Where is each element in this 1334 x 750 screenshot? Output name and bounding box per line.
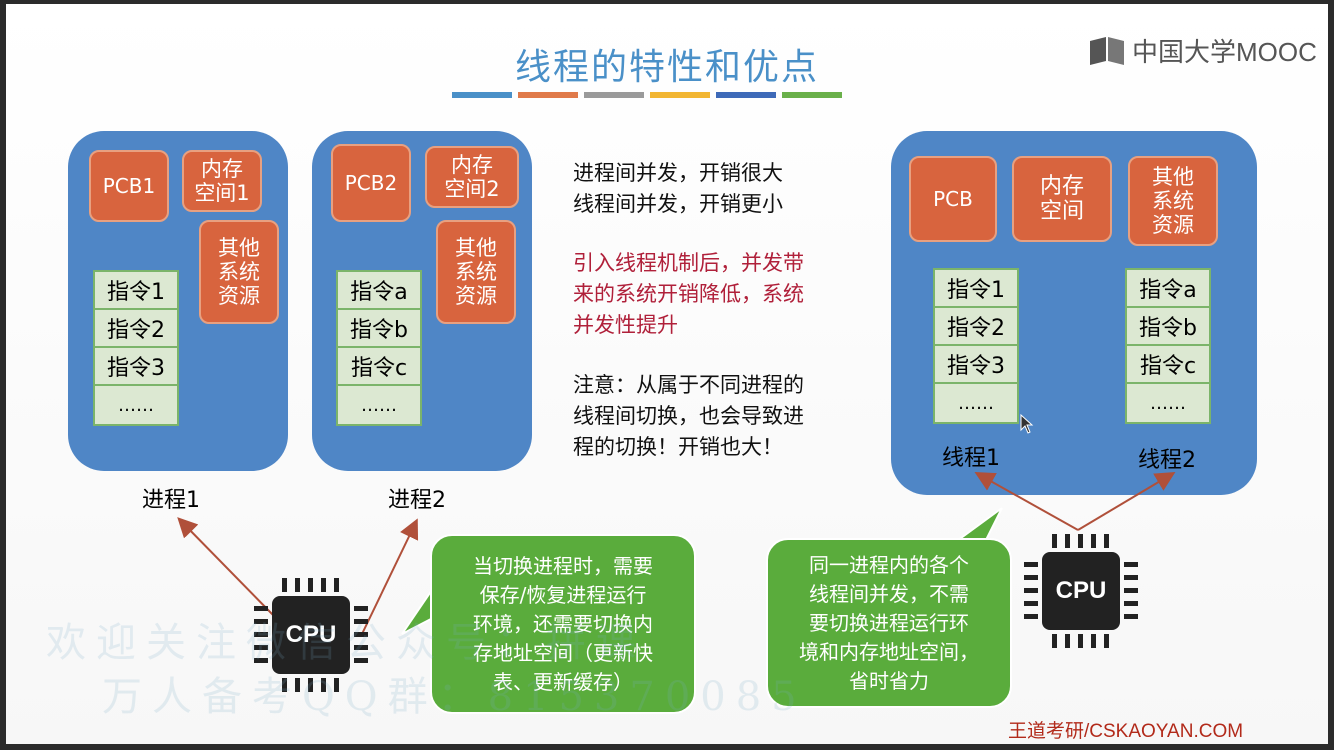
- cpu-pins-icon: [1024, 534, 1138, 648]
- watermark-line2: 万人备考QQ群：815370085: [102, 674, 807, 720]
- cpu-left-chip: CPU: [272, 596, 350, 674]
- process3-pcb: PCB: [909, 156, 997, 242]
- instruction: 指令3: [933, 344, 1019, 384]
- slide-title: 线程的特性和优点: [514, 47, 819, 88]
- cpu-right-chip: CPU: [1042, 552, 1120, 630]
- process2-instructions: 指令a 指令b 指令c ……: [336, 270, 422, 426]
- title-bar-segment: [584, 92, 644, 98]
- thread2-label: 线程2: [1138, 448, 1196, 473]
- arrow-cpu-to-process2: [361, 518, 419, 635]
- process2-pcb: PCB2: [331, 144, 411, 222]
- bubble-thread-switch: 同一进程内的各个 线程间并发，不需 要切换进程运行环 境和内存地址空间， 省时省…: [766, 538, 1012, 708]
- title-bar-segment: [716, 92, 776, 98]
- thread1-label: 线程1: [942, 446, 1000, 471]
- process1-memory: 内存 空间1: [182, 150, 262, 212]
- title-bar-segment: [518, 92, 578, 98]
- process1-label: 进程1: [142, 488, 200, 513]
- instruction: ……: [1125, 382, 1211, 424]
- instruction: ……: [93, 384, 179, 426]
- arrow-cpu-to-process1: [177, 517, 275, 617]
- instruction: 指令b: [336, 308, 422, 348]
- cpu-pins-icon: [254, 578, 368, 692]
- title-bar-segment: [650, 92, 710, 98]
- text-process-concurrency: 进程间并发，开销很大: [573, 161, 783, 185]
- instruction: 指令3: [93, 346, 179, 386]
- process3-memory: 内存 空间: [1012, 156, 1112, 242]
- mooc-book-icon: [1090, 37, 1124, 65]
- cpu-right: CPU: [1024, 534, 1138, 648]
- text-thread-benefit: 引入线程机制后，并发带 来的系统开销降低，系统 并发性提升: [573, 251, 804, 337]
- mouse-cursor-icon: [1020, 414, 1034, 434]
- title-bar-segment: [782, 92, 842, 98]
- arrow-cpu-to-thread2: [1077, 471, 1176, 531]
- process2-label: 进程2: [388, 488, 446, 513]
- instruction: 指令1: [933, 268, 1019, 308]
- bubble-process-switch: 当切换进程时，需要 保存/恢复进程运行 环境，还需要切换内 存地址空间（更新快 …: [430, 534, 696, 714]
- thread2-instructions: 指令a 指令b 指令c ……: [1125, 268, 1211, 424]
- process2-resources: 其他 系统 资源: [436, 220, 516, 324]
- process2-memory: 内存 空间2: [425, 146, 519, 208]
- instruction: ……: [336, 384, 422, 426]
- instruction: 指令2: [93, 308, 179, 348]
- instruction: 指令a: [336, 270, 422, 310]
- title-bar-segment: [452, 92, 512, 98]
- instruction: 指令1: [93, 270, 179, 310]
- text-note: 注意：从属于不同进程的 线程间切换，也会导致进 程的切换！开销也大！: [573, 373, 804, 459]
- watermark-line1: 欢迎关注微信公众号：拼课: [46, 620, 646, 666]
- process1-pcb: PCB1: [89, 150, 169, 222]
- instruction: 指令c: [336, 346, 422, 386]
- process1-instructions: 指令1 指令2 指令3 ……: [93, 270, 179, 426]
- mooc-logo: 中国大学MOOC: [1088, 30, 1317, 70]
- slide: 线程的特性和优点 中国大学MOOC PCB1 内存 空间1 其他 系统 资源 指…: [6, 4, 1328, 744]
- process1-resources: 其他 系统 资源: [199, 220, 279, 324]
- arrow-cpu-to-thread1: [974, 472, 1079, 531]
- process3-resources: 其他 系统 资源: [1128, 156, 1218, 246]
- logo-text: 中国大学MOOC: [1132, 36, 1317, 67]
- cpu-left: CPU: [254, 578, 368, 692]
- footer-brand: 王道考研/CSKAOYAN.COM: [1008, 721, 1244, 742]
- thread1-instructions: 指令1 指令2 指令3 ……: [933, 268, 1019, 424]
- instruction: ……: [933, 382, 1019, 424]
- text-thread-concurrency: 线程间并发，开销更小: [573, 192, 783, 216]
